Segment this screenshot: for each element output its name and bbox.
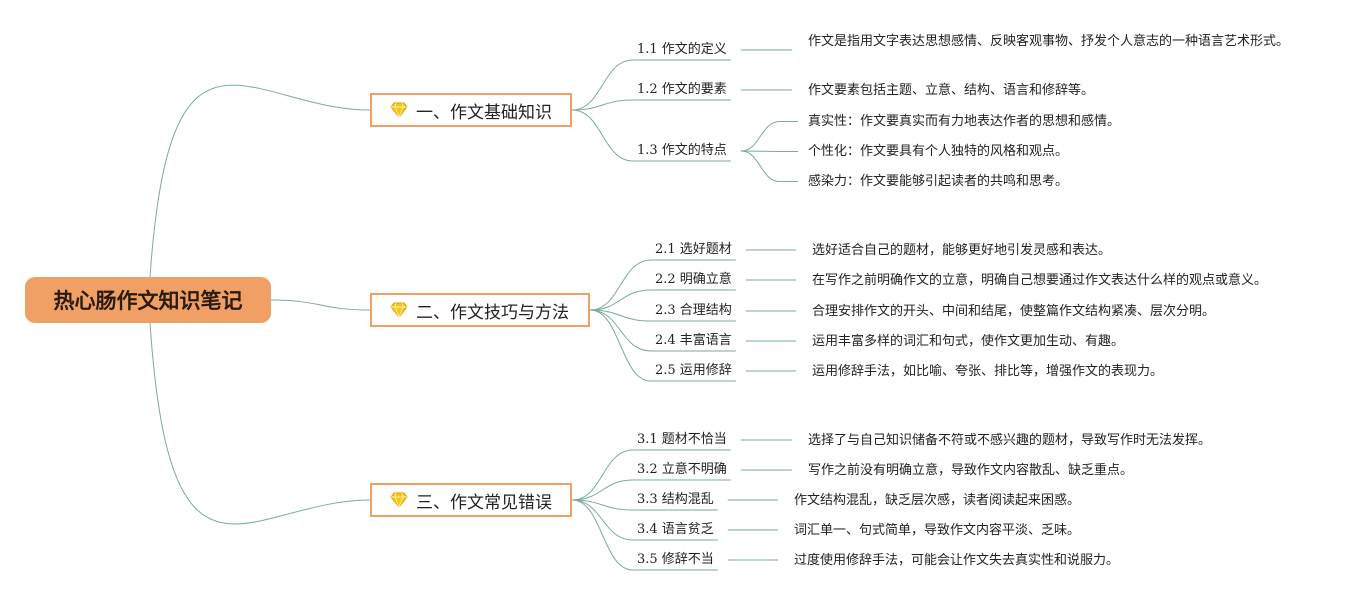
connector-subtopic-leaf	[740, 150, 781, 182]
leaf-text[interactable]: 感染力：作文要能够引起读者的共鸣和思考。	[808, 174, 1069, 189]
subtopic-node[interactable]: 3.1 题材不恰当	[637, 432, 727, 447]
subtopic-node[interactable]: 2.4 丰富语言	[655, 333, 732, 348]
branch-node-basics[interactable]: 一、作文基础知识	[370, 93, 572, 127]
subtopic-node[interactable]: 3.2 立意不明确	[637, 462, 727, 477]
subtopic-node[interactable]: 2.1 选好题材	[655, 242, 732, 257]
subtopic-node[interactable]: 2.2 明确立意	[655, 272, 732, 287]
leaf-text[interactable]: 在写作之前明确作文的立意，明确自己想要通过作文表达什么样的观点或意义。	[812, 273, 1268, 288]
gem-icon	[390, 492, 408, 509]
connector-root-branch	[149, 322, 371, 525]
leaf-text[interactable]: 写作之前没有明确立意，导致作文内容散乱、缺乏重点。	[808, 463, 1134, 478]
subtopic-node[interactable]: 1.2 作文的要素	[637, 82, 727, 97]
leaf-text[interactable]: 选择了与自己知识储备不符或不感兴趣的题材，导致写作时无法发挥。	[808, 433, 1212, 448]
connector-branch-subtopic	[571, 499, 634, 511]
branch-node-mistakes[interactable]: 三、作文常见错误	[370, 483, 572, 517]
gem-icon	[390, 102, 408, 119]
branch-node-techniques[interactable]: 二、作文技巧与方法	[370, 293, 590, 327]
subtopic-node[interactable]: 3.3 结构混乱	[637, 492, 714, 507]
connector-branch-subtopic	[589, 289, 652, 311]
root-label: 热心肠作文知识笔记	[53, 289, 243, 313]
connector-branch-subtopic	[571, 479, 634, 501]
subtopic-node[interactable]: 2.5 运用修辞	[655, 363, 732, 378]
connector-branch-subtopic	[571, 109, 634, 162]
subtopic-node[interactable]: 3.5 修辞不当	[637, 552, 714, 567]
leaf-text[interactable]: 运用丰富多样的词汇和句式，使作文更加生动、有趣。	[812, 334, 1125, 349]
leaf-text[interactable]: 作文是指用文字表达思想感情、反映客观事物、抒发个人意志的一种语言艺术形式。	[808, 34, 1290, 49]
leaf-text[interactable]: 选好适合自己的题材，能够更好地引发灵感和表达。	[812, 243, 1112, 258]
connector-branch-subtopic	[571, 499, 634, 571]
branch-label: 一、作文基础知识	[416, 102, 552, 123]
connector-branch-subtopic	[589, 309, 652, 322]
leaf-text[interactable]: 运用修辞手法，如比喻、夸张、排比等，增强作文的表现力。	[812, 364, 1164, 379]
branch-label: 二、作文技巧与方法	[416, 302, 569, 323]
leaf-text[interactable]: 过度使用修辞手法，可能会让作文失去真实性和说服力。	[794, 553, 1120, 568]
connector-branch-subtopic	[589, 309, 652, 352]
gem-icon	[390, 302, 408, 319]
leaf-text[interactable]: 作文要素包括主题、立意、结构、语言和修辞等。	[808, 83, 1095, 98]
subtopic-node[interactable]: 2.3 合理结构	[655, 303, 732, 318]
connector-root-branch	[149, 84, 371, 278]
connector-branch-subtopic	[571, 59, 634, 111]
subtopic-node[interactable]: 1.3 作文的特点	[637, 143, 727, 158]
leaf-text[interactable]: 个性化：作文要具有个人独特的风格和观点。	[808, 144, 1069, 159]
connector-subtopic-leaf	[740, 121, 781, 152]
root-node[interactable]: 热心肠作文知识笔记	[25, 277, 271, 323]
connector-subtopic-leaf	[740, 150, 781, 152]
leaf-text[interactable]: 词汇单一、句式简单，导致作文内容平淡、乏味。	[794, 523, 1081, 538]
subtopic-node[interactable]: 3.4 语言贫乏	[637, 522, 714, 537]
connector-root-branch	[270, 299, 371, 311]
connector-branch-subtopic	[589, 259, 652, 311]
branch-label: 三、作文常见错误	[416, 492, 552, 513]
leaf-text[interactable]: 真实性：作文要真实而有力地表达作者的思想和感情。	[808, 114, 1121, 129]
connector-branch-subtopic	[571, 449, 634, 501]
leaf-text[interactable]: 作文结构混乱，缺乏层次感，读者阅读起来困惑。	[794, 493, 1081, 508]
leaf-text[interactable]: 合理安排作文的开头、中间和结尾，使整篇作文结构紧凑、层次分明。	[812, 304, 1216, 319]
connector-branch-subtopic	[571, 99, 634, 111]
connector-branch-subtopic	[571, 499, 634, 541]
connector-branch-subtopic	[589, 309, 652, 382]
subtopic-node[interactable]: 1.1 作文的定义	[637, 42, 727, 57]
